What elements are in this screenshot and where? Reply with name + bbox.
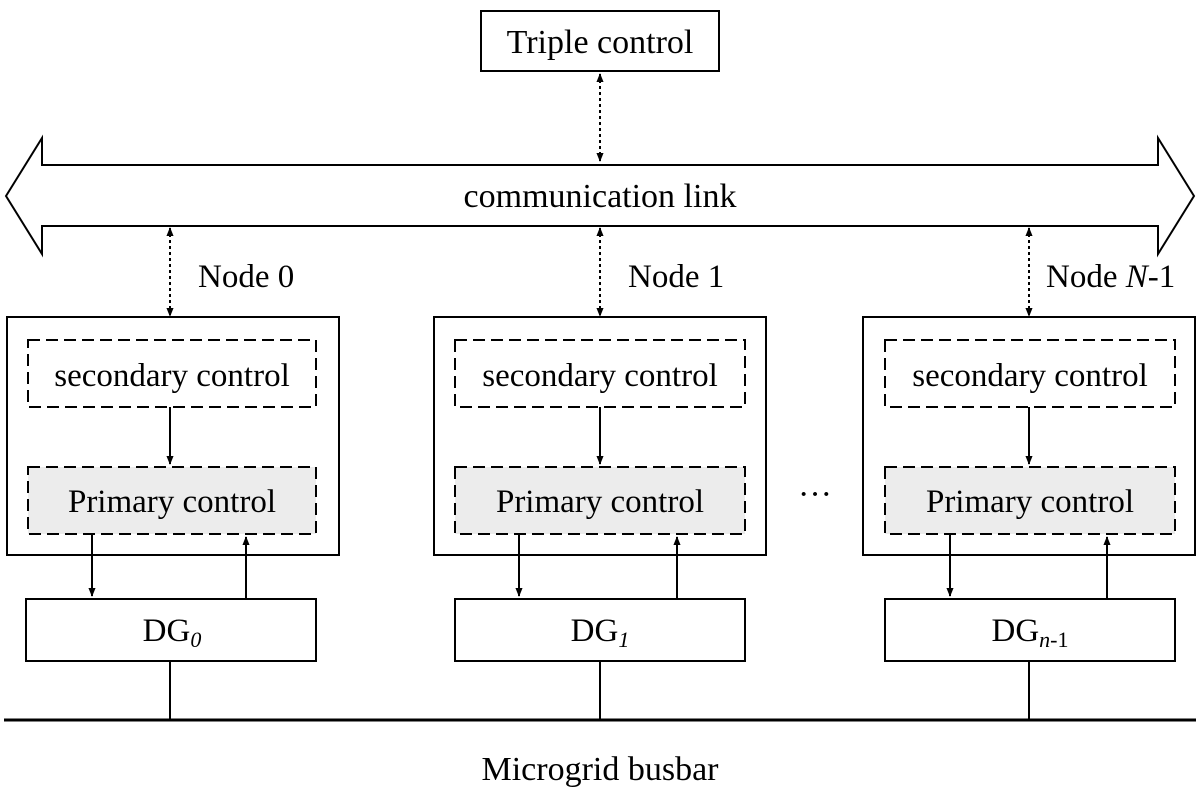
node-n-1-label: Node N-1 [1046, 259, 1175, 295]
node-0: Node 0 secondary control Primary control… [6, 227, 340, 720]
node-n-1: Node N-1 secondary control Primary contr… [862, 227, 1196, 720]
node-0-dg-label: DG0 [143, 613, 202, 652]
node-n-1-dg-box [884, 598, 1176, 662]
node-1-secondary-label: secondary control [482, 358, 718, 394]
node-0-primary-box [27, 466, 317, 535]
node-1-dg-label: DG1 [571, 613, 630, 652]
node-1-primary-box [454, 466, 746, 535]
node-n-1-secondary-box [884, 339, 1176, 408]
node-0-primary-label: Primary control [68, 484, 276, 520]
node-1-secondary-box [454, 339, 746, 408]
node-0-dg-box [25, 598, 317, 662]
triple-control-label: Triple control [507, 24, 694, 61]
more-nodes-ellipsis: ··· [798, 476, 832, 513]
node-1: Node 1 secondary control Primary control… [433, 227, 767, 720]
communication-link-arrow [4, 134, 1196, 258]
communication-link-label: communication link [464, 178, 737, 215]
microgrid-busbar-label: Microgrid busbar [481, 751, 719, 788]
triple-control-block: Triple control [480, 10, 720, 72]
node-0-secondary-box [27, 339, 317, 408]
node-n-1-secondary-label: secondary control [912, 358, 1148, 394]
node-1-dg-box [454, 598, 746, 662]
node-0-label: Node 0 [198, 259, 294, 295]
node-0-secondary-label: secondary control [54, 358, 290, 394]
node-n-1-primary-box [884, 466, 1176, 535]
node-n-1-primary-label: Primary control [926, 484, 1134, 520]
node-1-primary-label: Primary control [496, 484, 704, 520]
node-n-1-dg-label: DGn-1 [992, 613, 1069, 652]
communication-link: communication link [4, 134, 1196, 258]
node-1-label: Node 1 [628, 259, 724, 295]
